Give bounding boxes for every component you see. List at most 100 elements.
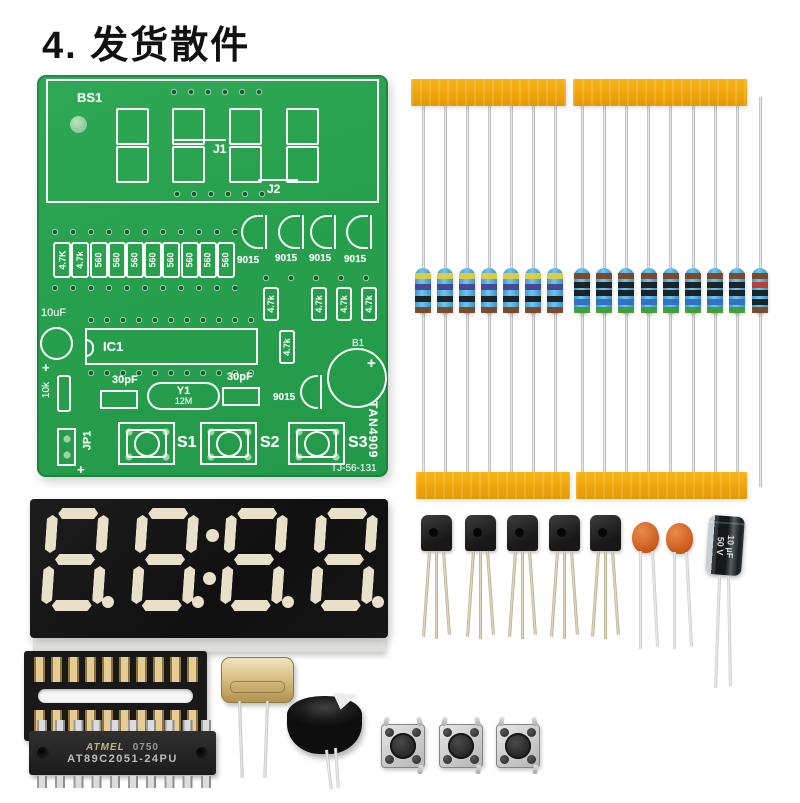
resistor-footprint: 560 (217, 242, 235, 278)
transistor-lead (466, 550, 475, 637)
resistor-body (415, 268, 431, 314)
electrolytic-marking: 10 µF 50 V (714, 530, 737, 563)
switch-leg (415, 716, 424, 727)
buzzer-lead (334, 747, 340, 788)
resistor-footprint: 560 (126, 242, 144, 278)
crystal-lead (238, 700, 244, 779)
segment-g (234, 554, 275, 565)
segment-e (41, 566, 55, 604)
footprint-label: 9015 (237, 255, 260, 266)
pcb-board: BS1 J1 J2 9015 9015 9015 9015 4.7K 4.7k … (37, 75, 388, 477)
solder-pads (173, 190, 269, 198)
resistor-body (618, 268, 635, 314)
socket-pins (31, 657, 200, 682)
s1-label: S1 (177, 434, 197, 451)
color-band (574, 298, 590, 305)
color-band (685, 281, 701, 288)
transistor-9015 (590, 515, 621, 551)
buzzer-lead (325, 749, 333, 790)
solder-pads (262, 274, 378, 282)
resistor-footprint: 560 (90, 242, 108, 278)
resistor-value: 560 (166, 252, 176, 268)
chip-dimple (37, 747, 49, 759)
color-band (618, 290, 635, 296)
color-band (729, 298, 746, 305)
resistor-footprint: 4.7K (53, 242, 71, 278)
chip-pins (33, 776, 212, 788)
transistor-lead (563, 551, 566, 639)
transistor-footprint (278, 215, 304, 249)
segment-b (364, 515, 378, 553)
color-band (503, 295, 519, 302)
led-hole (70, 116, 87, 133)
color-band (525, 284, 541, 291)
color-band (503, 307, 519, 313)
color-band (547, 307, 563, 313)
j1-label: J1 (213, 142, 227, 156)
resistor-value: 560 (112, 252, 122, 268)
resistor-value: 560 (185, 252, 195, 268)
plus-mark: + (77, 462, 85, 477)
tape-band (416, 472, 570, 499)
color-band (685, 290, 701, 296)
capacitor-lead (714, 575, 721, 688)
color-band (752, 273, 768, 279)
ceramic-capacitor (632, 522, 659, 553)
buzzer-footprint: + (327, 348, 387, 408)
switch-rivet (470, 755, 479, 764)
s3-label: S3 (348, 434, 368, 451)
resistor-value: 4.7k (266, 295, 276, 313)
switch-rivet (443, 755, 452, 764)
segment-e (310, 566, 324, 604)
transistor-lead (528, 550, 537, 635)
button-footprint (288, 422, 345, 465)
transistor-9015 (421, 515, 452, 551)
resistor-footprint: 560 (162, 242, 180, 278)
led-digit (219, 508, 288, 611)
solder-pads (51, 284, 237, 292)
color-band (752, 298, 768, 305)
button-outline (208, 429, 249, 458)
resistor-footprint: 560 (108, 242, 126, 278)
digit-outline-bottom (286, 146, 319, 183)
digit-outline-top (286, 108, 319, 145)
color-band (596, 281, 613, 288)
solder-pads (170, 88, 272, 96)
buzzer (287, 696, 362, 754)
cap-footprint-label: 10uF (41, 307, 67, 319)
jp1-label: JP1 (81, 430, 94, 451)
switch-rivet (500, 755, 509, 764)
switch-rivet (527, 728, 536, 737)
segment-d (51, 600, 92, 611)
switch-rivet (385, 728, 394, 737)
button-outline (296, 429, 337, 458)
color-band (574, 281, 590, 288)
plus-mark: + (42, 360, 50, 375)
color-band (640, 290, 657, 296)
switch-leg (417, 764, 424, 775)
capacitor-lead (639, 551, 642, 649)
color-band (640, 281, 657, 288)
resistor-footprint: 4.7k (71, 242, 89, 278)
color-band (481, 295, 497, 302)
resistor-value: 4.7k (339, 295, 349, 313)
resistor-4k7 (503, 100, 519, 478)
chip-pins (33, 720, 212, 732)
resistor-4k7 (459, 100, 475, 478)
resistor-value: 4.7k (282, 338, 292, 356)
color-band (547, 273, 563, 279)
color-band (662, 273, 679, 279)
solder-pads (87, 316, 259, 324)
color-band (503, 284, 519, 291)
resistor-body (437, 268, 453, 314)
transistor-lead (550, 550, 559, 637)
j1-jumper-line (174, 139, 226, 141)
solder-pads (51, 228, 237, 236)
resistor-body (503, 268, 519, 314)
led-display-module (30, 499, 388, 638)
buzzer-sticker (331, 692, 358, 712)
footprint-label: 9015 (344, 254, 367, 265)
tape-band (411, 79, 566, 106)
color-band (729, 307, 746, 313)
